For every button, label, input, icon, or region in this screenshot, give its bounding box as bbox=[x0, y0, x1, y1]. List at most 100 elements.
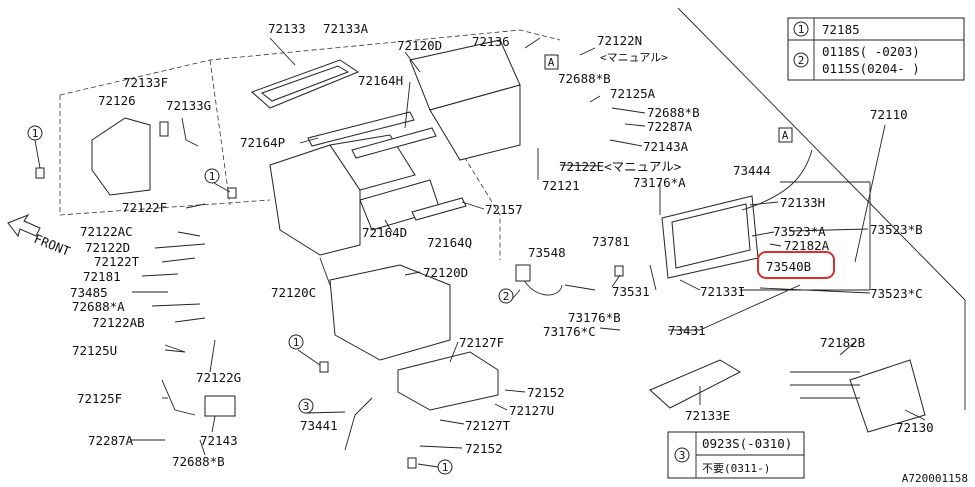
callout-a-1: A bbox=[544, 54, 559, 70]
legend-value-0923s: 0923S(-0310) bbox=[702, 436, 792, 451]
rod-73441-shape bbox=[344, 397, 373, 451]
label-72152-2[interactable]: 72152 bbox=[465, 441, 503, 456]
leader-lines bbox=[34, 37, 926, 468]
label-73540b-highlighted[interactable]: 73540B bbox=[766, 259, 811, 274]
label-72157[interactable]: 72157 bbox=[485, 202, 523, 217]
panel-72133e-shape bbox=[649, 359, 742, 409]
label-73431[interactable]: 73431 bbox=[668, 323, 706, 338]
actuator-72143-shape bbox=[204, 395, 236, 417]
legend-value-fuyou: 不要(0311-) bbox=[702, 462, 770, 475]
label-72133f[interactable]: 72133F bbox=[123, 75, 168, 90]
clip-72133f-shape bbox=[159, 121, 169, 137]
ref-1-b: 1 bbox=[209, 170, 216, 183]
label-72688b-2[interactable]: 72688*B bbox=[647, 105, 700, 120]
label-72164d[interactable]: 72164D bbox=[362, 225, 407, 240]
label-72133i[interactable]: 72133I bbox=[700, 284, 745, 299]
label-72287a-bot[interactable]: 72287A bbox=[88, 433, 134, 448]
label-72130[interactable]: 72130 bbox=[896, 420, 934, 435]
label-72688b-1[interactable]: 72688*B bbox=[558, 71, 611, 86]
label-72133a[interactable]: 72133A bbox=[323, 21, 369, 36]
label-72122ac[interactable]: 72122AC bbox=[80, 224, 133, 239]
label-72136[interactable]: 72136 bbox=[472, 34, 510, 49]
label-73444[interactable]: 73444 bbox=[733, 163, 771, 178]
label-72122ab[interactable]: 72122AB bbox=[92, 315, 145, 330]
label-72143a[interactable]: 72143A bbox=[643, 139, 689, 154]
label-72120d-top[interactable]: 72120D bbox=[397, 38, 442, 53]
label-72120d-mid[interactable]: 72120D bbox=[423, 265, 468, 280]
front-label: FRONT bbox=[32, 231, 73, 259]
label-72125u[interactable]: 72125U bbox=[72, 343, 117, 358]
label-72182b[interactable]: 72182B bbox=[820, 335, 865, 350]
highlight-73540b-ring bbox=[757, 251, 835, 279]
label-72125a[interactable]: 72125A bbox=[610, 86, 656, 101]
legend-num-3: 3 bbox=[679, 449, 686, 462]
label-72122t[interactable]: 72122T bbox=[94, 254, 140, 269]
label-72287a-top[interactable]: 72287A bbox=[647, 119, 693, 134]
label-72110[interactable]: 72110 bbox=[870, 107, 908, 122]
legend-num-2: 2 bbox=[798, 54, 805, 67]
label-72164q[interactable]: 72164Q bbox=[427, 235, 472, 250]
label-72122e[interactable]: 72122E<マニュアル> bbox=[559, 159, 681, 174]
legend-bottom-table: 3 0923S(-0310) 不要(0311-) bbox=[667, 431, 805, 479]
pipe-73444-shape bbox=[741, 149, 813, 211]
label-73176b[interactable]: 73176*B bbox=[568, 310, 621, 325]
callout-a-2: A bbox=[778, 127, 793, 143]
rod-72125f-shape bbox=[161, 379, 196, 416]
label-72127u[interactable]: 72127U bbox=[509, 403, 554, 418]
label-72182a[interactable]: 72182A bbox=[784, 238, 830, 253]
label-73441[interactable]: 73441 bbox=[300, 418, 338, 433]
label-72164h[interactable]: 72164H bbox=[358, 73, 403, 88]
heater-72130-shape bbox=[849, 359, 926, 433]
label-72152-1[interactable]: 72152 bbox=[527, 385, 565, 400]
label-73523a[interactable]: 73523*A bbox=[773, 224, 826, 239]
legend-num-1: 1 bbox=[798, 23, 805, 36]
lower-case-shape bbox=[329, 264, 451, 361]
screw-4-shape bbox=[407, 457, 417, 469]
label-72133g[interactable]: 72133G bbox=[166, 98, 211, 113]
label-73531[interactable]: 73531 bbox=[612, 284, 650, 299]
filter-72157-shape bbox=[359, 179, 441, 231]
label-72181[interactable]: 72181 bbox=[83, 269, 121, 284]
wire-72133g-shape bbox=[181, 117, 199, 147]
bar-72164p-shape bbox=[307, 111, 415, 147]
label-72122g[interactable]: 72122G bbox=[196, 370, 241, 385]
svg-text:A: A bbox=[548, 56, 555, 69]
label-72125f[interactable]: 72125F bbox=[77, 391, 122, 406]
bar-72164h-shape bbox=[351, 127, 437, 159]
circled-refs: 1 1 1 1 2 3 bbox=[27, 125, 514, 475]
label-72133h[interactable]: 72133H bbox=[780, 195, 825, 210]
label-72126[interactable]: 72126 bbox=[98, 93, 136, 108]
svg-text:A: A bbox=[782, 129, 789, 142]
label-73485[interactable]: 73485 bbox=[70, 285, 108, 300]
ref-1-d: 1 bbox=[442, 461, 449, 474]
label-73176c[interactable]: 73176*C bbox=[543, 324, 596, 339]
label-72143[interactable]: 72143 bbox=[200, 433, 238, 448]
blower-housing-shape bbox=[91, 117, 151, 196]
ref-1-c: 1 bbox=[293, 336, 300, 349]
label-73781[interactable]: 73781 bbox=[592, 234, 630, 249]
label-72122n[interactable]: 72122N bbox=[597, 33, 642, 48]
label-73176a[interactable]: 73176*A bbox=[633, 175, 686, 190]
screw-1-shape bbox=[35, 167, 45, 179]
label-72127f[interactable]: 72127F bbox=[459, 335, 504, 350]
label-73548[interactable]: 73548 bbox=[528, 245, 566, 260]
frame-lines bbox=[677, 7, 966, 410]
label-72133[interactable]: 72133 bbox=[268, 21, 306, 36]
seal-73548-shape bbox=[515, 264, 531, 282]
label-72122f[interactable]: 72122F bbox=[122, 200, 167, 215]
label-72127t[interactable]: 72127T bbox=[465, 418, 511, 433]
label-72688b-3[interactable]: 72688*B bbox=[172, 454, 225, 469]
part-labels: 72133 72133A 72120D 72136 72122N <マニュアル>… bbox=[70, 21, 934, 469]
label-72120c[interactable]: 72120C bbox=[271, 285, 316, 300]
label-73523c[interactable]: 73523*C bbox=[870, 286, 923, 301]
label-72122d[interactable]: 72122D bbox=[85, 240, 130, 255]
ref-2-a: 2 bbox=[503, 290, 510, 303]
label-72133e[interactable]: 72133E bbox=[685, 408, 730, 423]
label-72121[interactable]: 72121 bbox=[542, 178, 580, 193]
legend-top-table: 1 72185 2 0118S( -0203) 0115S(0204- ) bbox=[787, 17, 965, 81]
label-73523b[interactable]: 73523*B bbox=[870, 222, 923, 237]
label-72164p[interactable]: 72164P bbox=[240, 135, 285, 150]
label-72688a[interactable]: 72688*A bbox=[72, 299, 125, 314]
